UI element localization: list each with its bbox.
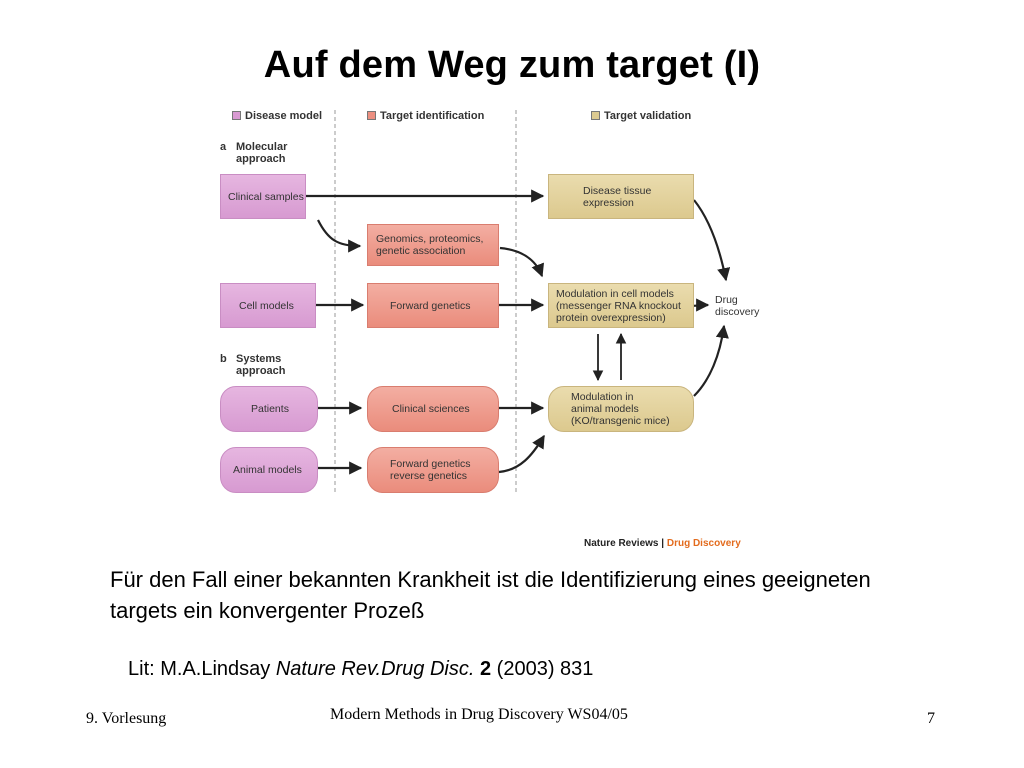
node-patients-label: Patients xyxy=(251,403,289,415)
node-modulation-animal-models-label: Modulation in animal models (KO/transgen… xyxy=(571,391,670,427)
citation-volume: 2 xyxy=(479,658,492,680)
footer-left: 9. Vorlesung xyxy=(86,710,167,727)
node-genomics: Genomics, proteomics, genetic associatio… xyxy=(367,224,499,266)
footer-page-number: 7 xyxy=(927,710,935,727)
node-cell-models-label: Cell models xyxy=(239,299,294,312)
node-forward-genetics: Forward genetics xyxy=(367,283,499,328)
node-animal-models: Animal models xyxy=(220,447,318,493)
legend-swatch-target-validation xyxy=(591,111,600,120)
figure-credit-brand: Drug Discovery xyxy=(666,538,741,549)
node-forward-reverse-genetics-label: Forward genetics reverse genetics xyxy=(390,458,471,482)
node-drug-discovery: Drug discovery xyxy=(715,294,760,318)
figure-credit: Nature Reviews | Drug Discovery xyxy=(584,538,741,549)
node-modulation-cell-models-label: Modulation in cell models (messenger RNA… xyxy=(556,287,681,324)
node-clinical-samples-label: Clinical samples xyxy=(228,190,304,203)
arrow-tissue-to-drug xyxy=(693,199,731,282)
node-clinical-sciences: Clinical sciences xyxy=(367,386,499,432)
node-disease-tissue-expression: Disease tissue expression xyxy=(548,174,694,219)
footer-center: Modern Methods in Drug Discovery WS04/05 xyxy=(330,706,628,723)
legend-swatch-disease-model xyxy=(232,111,241,120)
body-paragraph: Für den Fall einer bekannten Krankheit i… xyxy=(110,567,871,623)
citation: Lit: M.A.Lindsay Nature Rev.Drug Disc. 2… xyxy=(128,658,593,681)
target-discovery-diagram: Disease model Target identification Targ… xyxy=(210,100,780,560)
legend-disease-model: Disease model xyxy=(245,110,323,122)
section-b-letter: b xyxy=(220,353,227,365)
node-forward-genetics-label: Forward genetics xyxy=(390,299,471,312)
node-modulation-animal-models: Modulation in animal models (KO/transgen… xyxy=(548,386,694,432)
section-a-letter: a xyxy=(220,141,227,153)
node-disease-tissue-expression-label: Disease tissue expression xyxy=(583,184,652,209)
slide-title: Auf dem Weg zum target (I) xyxy=(263,44,761,86)
legend-swatch-target-identification xyxy=(367,111,376,120)
node-animal-models-label: Animal models xyxy=(233,464,302,476)
arrow-clinical-to-genomics xyxy=(317,219,362,253)
node-forward-reverse-genetics: Forward genetics reverse genetics xyxy=(367,447,499,493)
node-cell-models: Cell models xyxy=(220,283,316,328)
section-a-label: Molecular approach xyxy=(236,141,288,165)
citation-prefix: Lit: M.A.Lindsay xyxy=(128,658,276,680)
arrow-animal-to-drug xyxy=(693,324,729,397)
figure-credit-prefix: Nature Reviews | xyxy=(584,538,667,549)
legend-target-validation: Target validation xyxy=(604,110,692,122)
arrow-genomics-to-modulation xyxy=(499,246,545,278)
node-patients: Patients xyxy=(220,386,318,432)
legend-target-identification: Target identification xyxy=(380,110,485,122)
node-clinical-sciences-label: Clinical sciences xyxy=(392,403,470,415)
citation-suffix: (2003) 831 xyxy=(491,658,594,680)
node-genomics-label: Genomics, proteomics, genetic associatio… xyxy=(376,233,484,257)
arrow-revgen-to-animal xyxy=(498,434,545,474)
node-clinical-samples: Clinical samples xyxy=(220,174,306,219)
node-modulation-cell-models: Modulation in cell models (messenger RNA… xyxy=(548,283,694,328)
section-b-label: Systems approach xyxy=(236,353,286,377)
citation-journal: Nature Rev.Drug Disc. xyxy=(275,658,475,680)
